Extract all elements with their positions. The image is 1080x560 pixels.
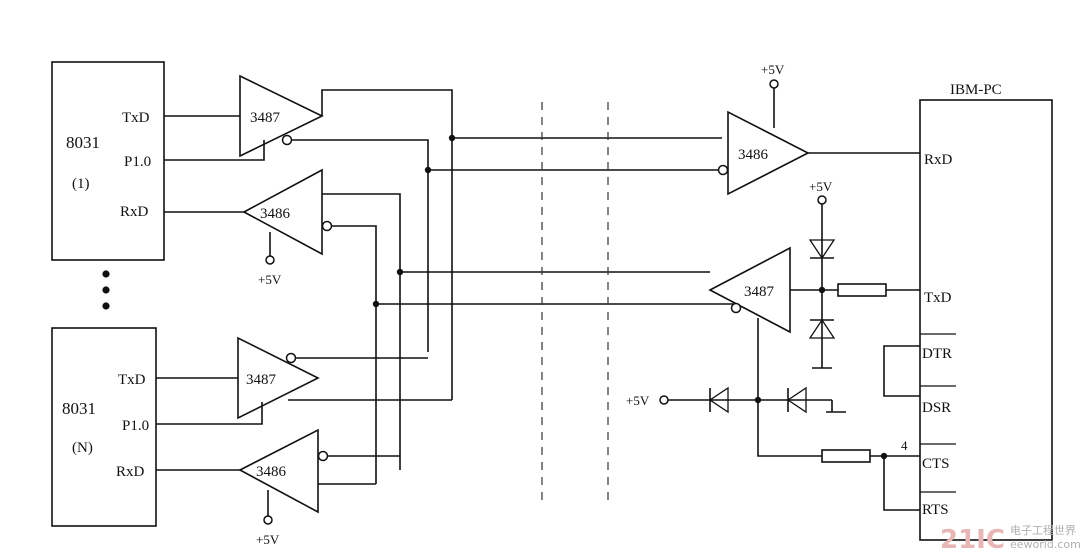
receiver-n-in-minus-bubble	[317, 450, 329, 462]
receiver-1-triangle	[242, 168, 323, 256]
mcu-1-p10-label: P1.0	[124, 154, 151, 170]
driver-1-enable-wire	[164, 140, 265, 161]
receiver-n-triangle	[238, 428, 319, 514]
pc-box	[919, 99, 1053, 541]
pc-receiver-triangle	[727, 110, 810, 196]
pc-txd-label: TxD	[924, 290, 952, 306]
receiver-1-vcc-label: +5V	[258, 272, 282, 287]
diode-vcc-label: +5V	[626, 393, 650, 408]
diode-chain-ground	[826, 400, 846, 413]
receiver-1-in-minus	[332, 225, 377, 484]
driver-n-triangle	[237, 336, 320, 420]
driver-1-out-plus	[321, 89, 453, 400]
mcu-1-rxd-label: RxD	[120, 204, 149, 220]
mcu-n-rxd-label: RxD	[116, 464, 145, 480]
pc-receiver-in-minus-bubble	[717, 164, 729, 176]
watermark-url: eeworld.com.cn	[1010, 538, 1080, 551]
mcu-n-txd-label: TxD	[118, 372, 146, 388]
pc-driver-out-minus-bubble	[730, 302, 742, 314]
diode-vcc-terminal	[659, 395, 669, 405]
clamp-vcc-label: +5V	[809, 179, 833, 194]
ellipsis-dot-2	[102, 286, 110, 294]
receiver-n-vcc-label: +5V	[256, 532, 280, 547]
driver-n-label: 3487	[246, 372, 277, 388]
junction-dot	[396, 268, 404, 276]
mcu-1-box	[51, 61, 165, 261]
txd-resistor	[837, 283, 887, 297]
driver-1-out-minus-bubble	[281, 134, 293, 146]
dtr-dsr-loop	[883, 345, 920, 397]
pc-cts-label: CTS	[922, 456, 950, 472]
driver-n-out-minus-bubble	[285, 352, 297, 364]
cts-rts-loop	[883, 456, 920, 511]
driver-1-out-minus	[292, 139, 429, 352]
mcu-1-index: (1)	[72, 176, 90, 192]
receiver-1-in-plus	[322, 193, 401, 470]
mcu-n-name: 8031	[62, 399, 96, 418]
pc-rts-label: RTS	[922, 502, 949, 518]
pc-rxd-label: RxD	[924, 152, 953, 168]
diode-2-icon	[786, 386, 807, 414]
pin-4-label: 4	[901, 438, 908, 453]
mcu-n-box	[51, 327, 157, 527]
clamp-lower-diode-icon	[808, 318, 836, 339]
receiver-1-label: 3486	[260, 206, 291, 222]
watermark-mark: 21IC	[940, 525, 1005, 555]
receiver-1-vcc-terminal	[265, 255, 275, 265]
clamp-vcc-terminal	[817, 195, 827, 205]
pc-receiver-label: 3486	[738, 147, 769, 163]
ellipsis-dot-1	[102, 270, 110, 278]
driver-n-enable-wire	[156, 402, 263, 425]
pc-receiver-vcc-label: +5V	[761, 62, 785, 77]
receiver-n-label: 3486	[256, 464, 287, 480]
driver-1-triangle	[239, 74, 324, 158]
pc-driver-enable-wire	[757, 318, 822, 457]
junction-dot	[754, 396, 762, 404]
mcu-n-index: (N)	[72, 440, 93, 456]
junction-dot	[372, 300, 380, 308]
ellipsis-dot-3	[102, 302, 110, 310]
clamp-upper-diode-icon	[808, 239, 836, 260]
cts-resistor	[821, 449, 871, 463]
receiver-1-in-minus-bubble	[321, 220, 333, 232]
watermark-cn: 电子工程世界	[1010, 524, 1076, 537]
pc-driver-label: 3487	[744, 284, 775, 300]
pc-dsr-label: DSR	[922, 400, 951, 416]
pc-title: IBM-PC	[950, 82, 1002, 98]
pc-receiver-vcc-terminal	[769, 79, 779, 89]
junction-dot	[448, 134, 456, 142]
receiver-n-vcc-terminal	[263, 515, 273, 525]
junction-dot	[424, 166, 432, 174]
pc-dtr-label: DTR	[922, 346, 952, 362]
mcu-n-p10-label: P1.0	[122, 418, 149, 434]
mcu-1-txd-label: TxD	[122, 110, 150, 126]
mcu-1-name: 8031	[66, 133, 100, 152]
diode-1-icon	[708, 386, 729, 414]
driver-1-label: 3487	[250, 110, 281, 126]
